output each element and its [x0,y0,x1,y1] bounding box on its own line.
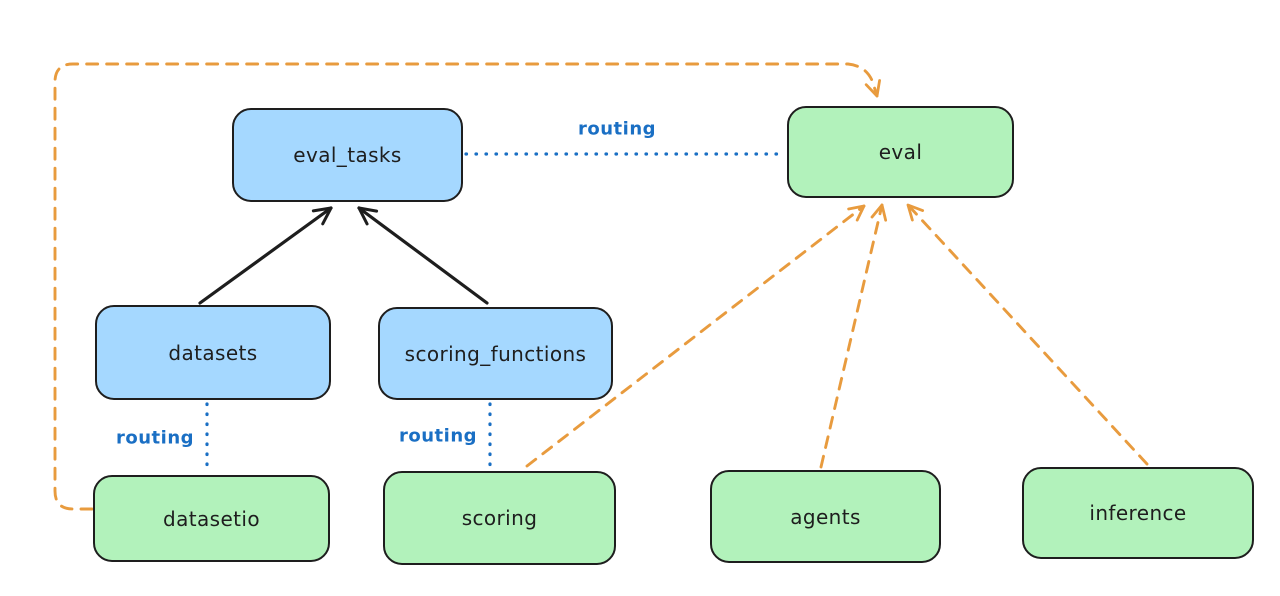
node-scoring-functions: scoring_functions [378,307,613,400]
node-eval: eval [787,106,1014,198]
node-agents-label: agents [790,504,861,529]
node-datasets-label: datasets [168,340,258,365]
edge-agents-to-eval-arrow [819,203,888,469]
node-agents: agents [710,470,941,563]
routing-label-scoring-functions-scoring: routing [398,425,478,447]
edge-datasets-to-eval-tasks-arrow [198,206,333,305]
node-eval-label: eval [878,140,923,164]
edge-inference-to-eval-arrow [906,203,1149,466]
node-inference: inference [1022,467,1254,559]
node-scoring: scoring [383,471,616,565]
node-datasets: datasets [95,305,331,400]
node-scoring-functions-label: scoring_functions [404,341,587,366]
node-datasetio: datasetio [93,475,330,562]
edge-scoring-to-eval-arrow [525,204,866,468]
routing-label-datasets-datasetio: routing [115,427,195,449]
edge-datasetio-to-eval-arrow [53,62,881,511]
node-inference-label: inference [1089,501,1187,525]
node-datasetio-label: datasetio [162,506,260,531]
edge-scoring-functions-to-eval-tasks-arrow [357,206,489,305]
node-eval-tasks-label: eval_tasks [293,143,402,167]
routing-label-eval-tasks-eval: routing [577,118,657,140]
node-eval-tasks: eval_tasks [232,108,463,202]
node-scoring-label: scoring [461,506,538,530]
